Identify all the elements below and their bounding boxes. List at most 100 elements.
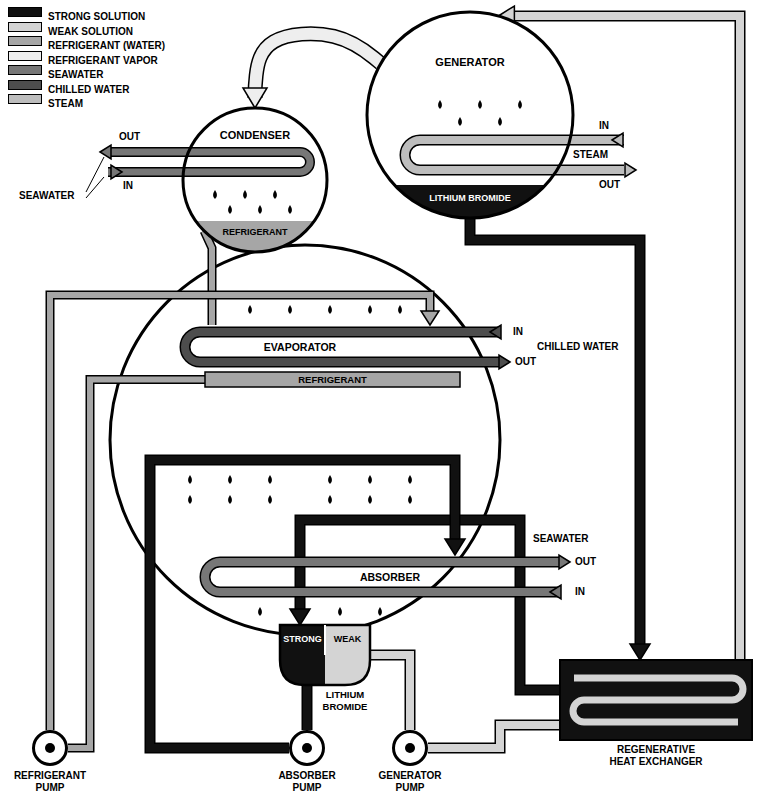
heat-exchanger-shape	[560, 660, 752, 740]
pipe-outline	[470, 218, 640, 650]
flow-arrow	[111, 165, 122, 179]
droplet	[213, 190, 217, 199]
arrowhead	[630, 644, 650, 660]
droplet	[288, 205, 292, 214]
pipe-connector	[370, 655, 410, 730]
droplet	[478, 100, 482, 109]
pump-casing	[34, 732, 67, 765]
generator-vessel: GENERATORLITHIUM BROMIDE	[367, 12, 573, 218]
vessel-outline	[183, 108, 327, 252]
flow-arrow	[625, 163, 636, 177]
pump-label: REFRIGERANT PUMP	[8, 770, 92, 794]
droplet	[243, 190, 247, 199]
absorber-pump-shape	[289, 730, 325, 766]
legend-row: REFRIGERANT (WATER)	[8, 35, 208, 47]
solution-sump: STRONGWEAKLITHIUM BROMIDE	[280, 625, 370, 685]
compartment-label: WEAK	[334, 633, 362, 645]
flow-arrow	[490, 325, 501, 339]
pipe-outline	[300, 520, 560, 690]
fluid-label: SEAWATER	[532, 533, 589, 545]
pan-label: REFRIGERANT	[298, 374, 367, 386]
legend-row: REFRIGERANT VAPOR	[8, 50, 208, 62]
seawater-tube-outline	[108, 152, 310, 172]
pipe	[150, 460, 455, 748]
droplet	[248, 305, 252, 314]
generator-pump-shape	[392, 730, 428, 766]
fluid-label: SEAWATER	[18, 190, 75, 202]
pipe	[300, 520, 560, 690]
droplet	[268, 495, 272, 504]
droplet	[258, 205, 262, 214]
droplet	[338, 607, 342, 616]
pipe-outline	[428, 725, 560, 748]
generator-vessel-shape	[367, 12, 573, 218]
pump-hub	[302, 743, 312, 753]
arrowhead	[290, 609, 310, 625]
flow-arrow	[550, 585, 561, 599]
exchanger-shell	[560, 660, 752, 740]
legend-swatch	[8, 36, 42, 46]
droplet	[438, 100, 442, 109]
flow-direction: IN	[598, 120, 610, 132]
pipe	[204, 231, 212, 325]
legend-swatch	[8, 65, 42, 75]
droplet	[228, 205, 232, 214]
condensate-pool	[196, 221, 314, 252]
flow-direction: OUT	[118, 131, 141, 143]
vessel-outline	[367, 12, 573, 218]
droplet	[458, 117, 462, 126]
droplet	[328, 475, 332, 484]
pipe	[68, 380, 205, 749]
chilled-water-tube-outline	[185, 332, 500, 362]
legend-row: CHILLED WATER	[8, 79, 208, 91]
evaporator-tube-bundle: EVAPORATOR	[185, 325, 460, 369]
pipe	[428, 725, 560, 748]
legend-text: WEAK SOLUTION	[48, 26, 133, 38]
droplet	[518, 100, 522, 109]
droplet	[368, 305, 372, 314]
droplet	[378, 607, 382, 616]
component-name: ABSORBER	[358, 571, 422, 583]
pipe-outline	[255, 34, 381, 98]
flow-direction: IN	[574, 586, 586, 598]
seawater-tube	[108, 152, 310, 172]
droplet	[408, 495, 412, 504]
pipe-connector	[428, 725, 560, 748]
flow-direction: IN	[122, 180, 134, 192]
solution-pool	[394, 185, 545, 218]
heat-exchanger: REGENERATIVE HEAT EXCHANGER	[560, 660, 752, 740]
generator-pump: GENERATOR PUMP	[392, 730, 428, 766]
pipe-connector	[150, 460, 465, 748]
absorber-tube-bundle-shape	[205, 555, 470, 599]
legend-text: STEAM	[48, 98, 83, 110]
pool-label: REFRIGERANT	[223, 226, 288, 238]
flow-arrow	[100, 145, 111, 159]
pipe-outline	[204, 231, 212, 325]
pipe	[303, 685, 311, 730]
legend-text: REFRIGERANT VAPOR	[48, 55, 158, 67]
legend-text: REFRIGERANT (WATER)	[48, 40, 165, 52]
legend-swatch	[8, 7, 42, 17]
flow-direction: OUT	[598, 179, 621, 191]
flow-direction: IN	[512, 326, 524, 338]
seawater-tube-outline	[205, 562, 560, 592]
pipe-outline	[150, 460, 455, 748]
flow-arrow	[612, 133, 623, 147]
vessel-name: CONDENSER	[220, 129, 290, 141]
sump-divider	[324, 625, 326, 655]
droplet	[368, 475, 372, 484]
droplet	[188, 475, 192, 484]
weak-compartment	[325, 625, 370, 685]
pump-hub	[405, 743, 415, 753]
pool-label: LITHIUM BROMIDE	[429, 192, 511, 204]
fluid-label: LITHIUM BROMIDE	[314, 689, 376, 713]
flow-direction: OUT	[574, 556, 597, 568]
legend-swatch	[8, 22, 42, 32]
droplet	[258, 607, 262, 616]
sump-outline	[280, 625, 370, 685]
steam-tube	[405, 140, 624, 170]
arrowhead	[421, 311, 439, 325]
pump-label: ABSORBER PUMP	[267, 770, 347, 794]
pump-casing	[291, 732, 324, 765]
